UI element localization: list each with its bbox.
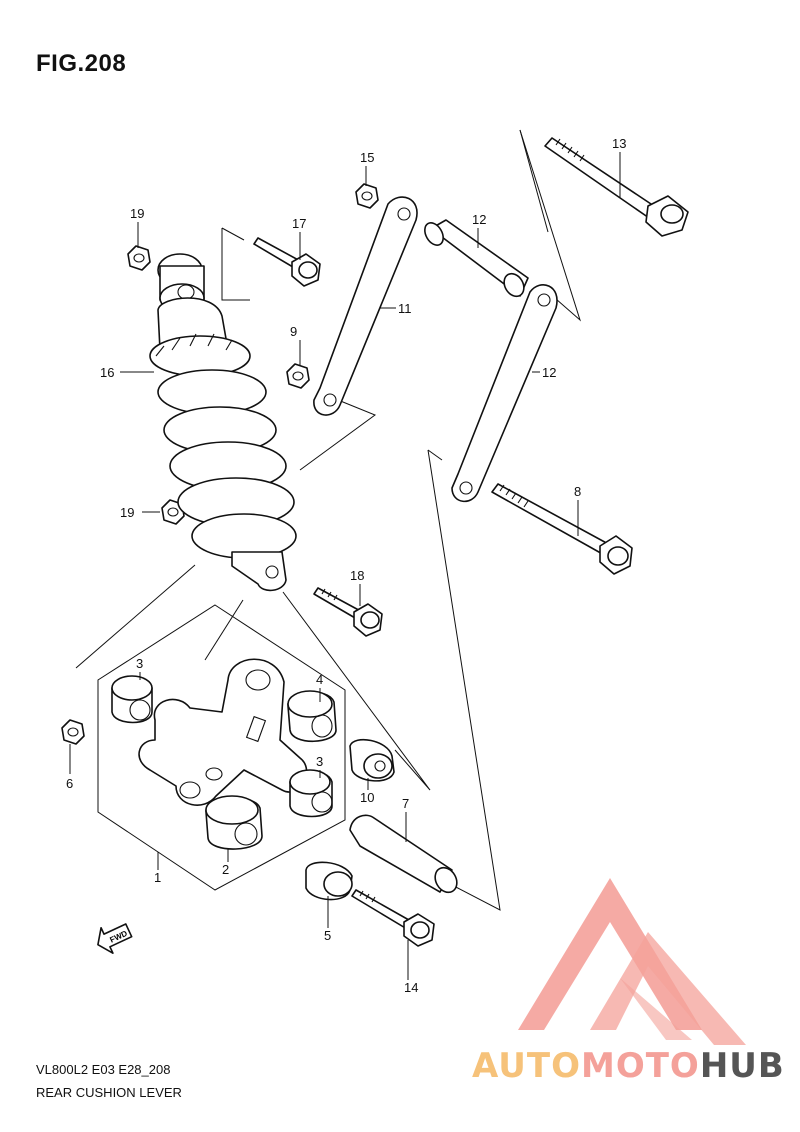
fwd-arrow-icon: FWD — [97, 923, 133, 954]
part-12-link-upper — [313, 196, 418, 416]
part-9-bolt — [491, 483, 633, 575]
model-code: VL800L2 E03 E28_208 — [36, 1062, 171, 1077]
automotohub-wordmark: AUTOMOTOHUB — [472, 1046, 785, 1086]
part-5-spacer — [305, 861, 353, 901]
callout-5: 5 — [324, 928, 331, 943]
callout-7: 6 — [66, 776, 73, 791]
callout-19-top: 19 — [130, 206, 144, 221]
lever-box-outline — [97, 604, 346, 891]
assembly-outline — [75, 129, 582, 911]
part-15-nut — [355, 183, 379, 209]
part-14-bolt — [544, 137, 689, 237]
part-12-link-lower — [451, 284, 558, 503]
callout-15: 15 — [360, 150, 374, 165]
part-18-bolt — [313, 587, 383, 637]
leader-lines — [69, 152, 621, 980]
callout-16: 16 — [100, 365, 114, 380]
wordmark-auto: AUTO — [472, 1046, 581, 1086]
callout-18: 18 — [350, 568, 364, 583]
part-10-nut — [286, 363, 310, 389]
part-13-sleeve — [424, 219, 529, 298]
callout-labels: 13 12 15 11 12 9 17 19 16 19 8 18 3 4 3 … — [66, 136, 626, 995]
automotohub-logo-icon — [518, 878, 746, 1045]
part-8-sleeve — [349, 814, 458, 894]
callout-12-lower: 12 — [542, 365, 556, 380]
callout-14: 13 — [612, 136, 626, 151]
part-6-bolt — [351, 889, 435, 947]
part-1-cushion-lever — [138, 658, 308, 806]
part-16-shock-absorber — [149, 253, 297, 592]
callout-3-right: 3 — [316, 754, 323, 769]
callout-9: 8 — [574, 484, 581, 499]
callout-11: 10 — [360, 790, 374, 805]
callout-3-left: 3 — [136, 656, 143, 671]
callout-8: 7 — [402, 796, 409, 811]
part-19-nut-top — [127, 245, 151, 271]
callout-10: 9 — [290, 324, 297, 339]
part-11-spacer — [349, 738, 395, 782]
part-3-bearing-left — [111, 675, 153, 724]
callout-13: 12 — [472, 212, 486, 227]
wordmark-moto: MOTO — [580, 1046, 700, 1086]
callout-17: 17 — [292, 216, 306, 231]
part-2-bearing — [205, 795, 263, 850]
part-4-bearing — [287, 690, 337, 742]
wordmark-hub: HUB — [699, 1046, 785, 1086]
figure-title: FIG.208 — [36, 50, 127, 77]
part-17-bolt — [253, 237, 321, 287]
section-name: REAR CUSHION LEVER — [36, 1085, 182, 1100]
callout-19-lower: 19 — [120, 505, 134, 520]
callout-2: 2 — [222, 862, 229, 877]
part-7-nut — [61, 719, 85, 745]
part-3-bearing-right — [289, 769, 333, 818]
callout-1: 1 — [154, 870, 161, 885]
callout-6: 14 — [404, 980, 418, 995]
callout-12-upper: 11 — [398, 301, 412, 316]
callout-4: 4 — [316, 672, 323, 687]
